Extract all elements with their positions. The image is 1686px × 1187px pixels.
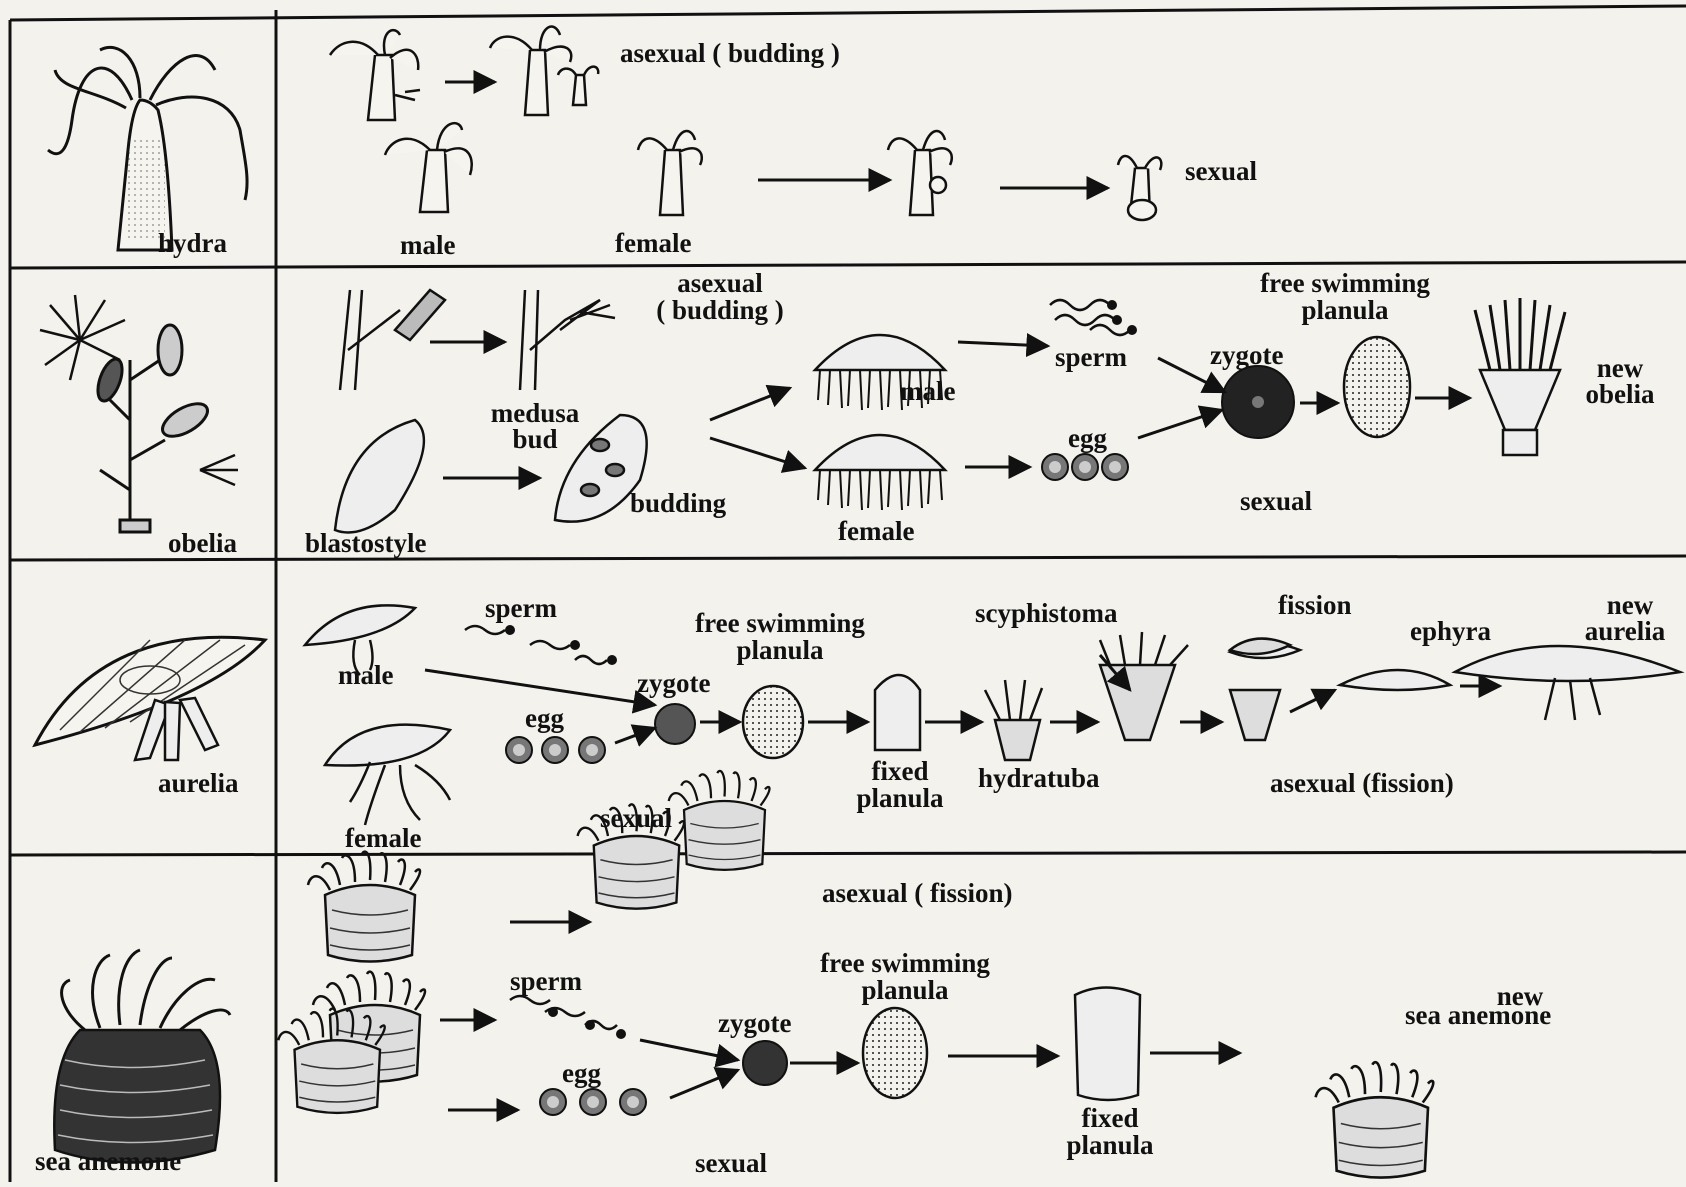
- obelia-planula-label: planula: [1220, 297, 1470, 324]
- sea-anemone-sperm-label: sperm: [510, 968, 582, 995]
- obelia-sexual-label: sexual: [1240, 488, 1312, 515]
- aurelia-sperm-label: sperm: [485, 595, 557, 622]
- sea-anemone-sexual-label: sexual: [695, 1150, 767, 1177]
- obelia-free-swimming-label: free swimming: [1220, 270, 1470, 297]
- organism-label-sea-anemone: sea anemone: [35, 1148, 181, 1175]
- sea-anemone-planula-label: planula: [780, 977, 1030, 1004]
- sea-anemone-fixed-label: fixed: [1045, 1105, 1175, 1132]
- aurelia-new-label: new: [1575, 592, 1685, 619]
- hydra-asexual-label: asexual ( budding ): [620, 40, 840, 67]
- aurelia-fixed-planula-label: planula: [835, 785, 965, 812]
- hydra-male-label: male: [400, 232, 455, 259]
- aurelia-asexual-label: asexual (fission): [1270, 770, 1454, 797]
- obelia-zygote-label: zygote: [1210, 342, 1283, 369]
- obelia-male-label: male: [900, 378, 955, 405]
- organism-label-hydra: hydra: [158, 230, 227, 257]
- obelia-blastostyle-label: blastostyle: [305, 530, 427, 557]
- aurelia-sexual-label: sexual: [600, 805, 672, 832]
- organism-label-obelia: obelia: [168, 530, 237, 557]
- sea-anemone-egg-label: egg: [562, 1060, 601, 1087]
- sea-anemone-new-sea-anemone-label: sea anemone: [1405, 1002, 1551, 1029]
- obelia-egg-label: egg: [1068, 425, 1107, 452]
- obelia-new-label: new: [1555, 355, 1685, 382]
- sea-anemone-free-swimming-label: free swimming: [780, 950, 1030, 977]
- obelia-budding-paren-label: ( budding ): [630, 297, 810, 324]
- hydra-female-label: female: [615, 230, 691, 257]
- hydra-sexual-label: sexual: [1185, 158, 1257, 185]
- sea-anemone-asexual-label: asexual ( fission): [822, 880, 1013, 907]
- aurelia-female-label: female: [345, 825, 421, 852]
- sea-anemone-zygote-label: zygote: [718, 1010, 791, 1037]
- aurelia-new-aurelia-label: aurelia: [1565, 618, 1685, 645]
- obelia-sperm-label: sperm: [1055, 344, 1127, 371]
- obelia-medusa-label: medusa: [460, 400, 610, 427]
- obelia-asexual-label: asexual: [630, 270, 810, 297]
- aurelia-ephyra-label: ephyra: [1410, 618, 1491, 645]
- obelia-budding-label: budding: [630, 490, 726, 517]
- aurelia-fission-label: fission: [1278, 592, 1352, 619]
- aurelia-zygote-label: zygote: [637, 670, 710, 697]
- aurelia-fixed-label: fixed: [835, 758, 965, 785]
- aurelia-egg-label: egg: [525, 705, 564, 732]
- obelia-new-obelia-label: obelia: [1555, 381, 1685, 408]
- aurelia-male-label: male: [338, 662, 393, 689]
- organism-label-aurelia: aurelia: [158, 770, 239, 797]
- aurelia-hydratuba-label: hydratuba: [978, 765, 1100, 792]
- obelia-bud-label: bud: [460, 426, 610, 453]
- aurelia-scyphistoma-label: scyphistoma: [975, 600, 1118, 627]
- aurelia-free-swimming-label: free swimming: [660, 610, 900, 637]
- obelia-female-label: female: [838, 518, 914, 545]
- aurelia-planula-label: planula: [660, 637, 900, 664]
- sea-anemone-fixed-planula-label: planula: [1045, 1132, 1175, 1159]
